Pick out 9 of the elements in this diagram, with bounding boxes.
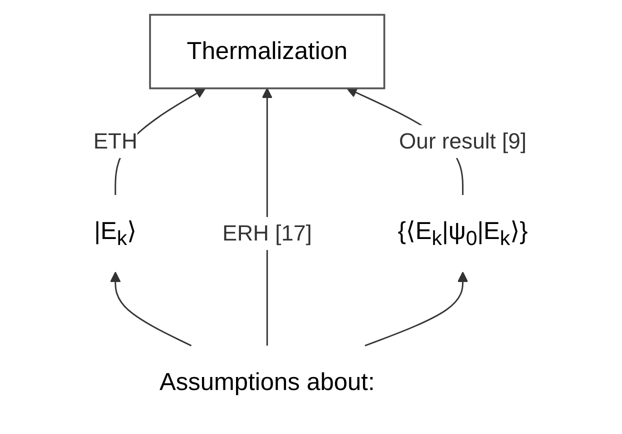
edge-label: ERH [17] xyxy=(222,220,312,246)
node-box: Thermalization xyxy=(149,14,386,90)
node-text: Assumptions about: xyxy=(160,368,375,396)
arrow xyxy=(364,272,468,346)
edge-label: ETH xyxy=(93,128,138,154)
arrow xyxy=(110,272,192,346)
edge-label: Our result [9] xyxy=(399,128,527,154)
node-text: |E$_{k}$⟩ xyxy=(94,218,137,250)
node-text: {⟨E$_{k}$|ψ$_{0}$|E$_{k}$⟩} xyxy=(398,218,528,250)
